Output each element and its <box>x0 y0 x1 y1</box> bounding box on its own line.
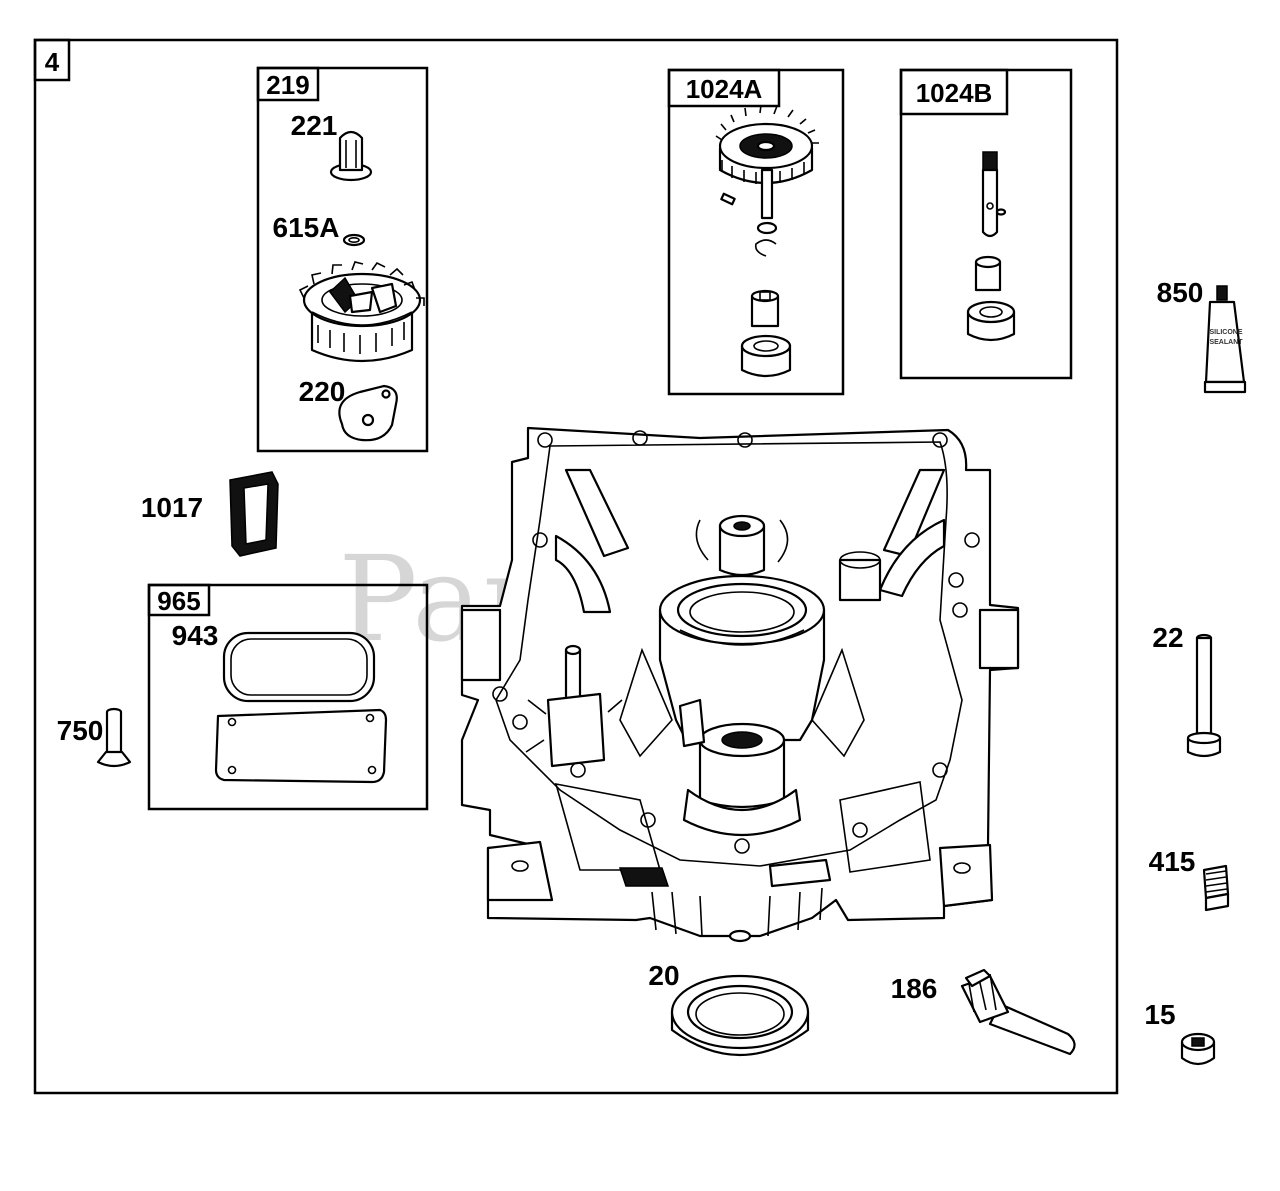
callout-186: 186 <box>891 973 938 1004</box>
part-1024A-rotor[interactable] <box>750 289 780 328</box>
callout-943: 943 <box>172 620 219 651</box>
part-220-plate[interactable] <box>338 384 398 442</box>
callout-22: 22 <box>1152 622 1183 653</box>
box-1024A-label: 1024A <box>686 74 763 104</box>
callout-1017: 1017 <box>141 492 203 523</box>
callout-20: 20 <box>648 960 679 991</box>
callout-615A: 615A <box>273 212 340 243</box>
part-219-governor-gear[interactable] <box>298 261 425 363</box>
box-965-label: 965 <box>157 586 200 616</box>
part-1024B-rotor[interactable] <box>974 255 1002 292</box>
part-1017-baffle[interactable] <box>229 471 279 557</box>
box-219[interactable]: 219 <box>256 66 429 453</box>
part-1024B-shaft[interactable] <box>981 151 1007 238</box>
part-415-plug[interactable] <box>1202 864 1230 912</box>
diagram-frame <box>33 38 1119 1095</box>
callout-220: 220 <box>299 376 346 407</box>
part-15-plug[interactable] <box>1180 1032 1216 1066</box>
part-1024A-ring[interactable] <box>756 221 778 235</box>
part-crankcase-cover[interactable] <box>460 426 1020 943</box>
callout-850: 850 <box>1157 277 1204 308</box>
part-1024A-housing[interactable] <box>740 334 792 378</box>
part-850-silicone-sealant[interactable]: SILICONE SEALANT <box>1203 285 1247 394</box>
callout-15: 15 <box>1144 999 1175 1030</box>
part-22-bolt[interactable] <box>1186 633 1222 758</box>
callout-221: 221 <box>291 110 338 141</box>
section-number-box <box>33 38 71 82</box>
part-615A-ring[interactable] <box>342 233 366 247</box>
box-1024A[interactable]: 1024A <box>667 68 845 396</box>
part-750-screw[interactable] <box>96 707 132 768</box>
sealant-text-2: SEALANT <box>1209 339 1243 346</box>
box-1024B[interactable]: 1024B <box>899 68 1073 380</box>
part-20-oil-seal[interactable] <box>670 974 810 1056</box>
callout-415: 415 <box>1149 846 1196 877</box>
part-221-pin[interactable] <box>329 130 373 182</box>
section-number: 4 <box>45 47 60 77</box>
sealant-text-1: SILICONE <box>1209 329 1242 336</box>
part-1024A-oil-pump-gear[interactable] <box>715 104 819 220</box>
part-1024A-clip[interactable] <box>754 239 777 257</box>
callout-750: 750 <box>57 715 104 746</box>
box-965[interactable]: 965 <box>147 583 429 811</box>
part-943-gasket[interactable] <box>222 631 376 703</box>
part-186-fitting[interactable] <box>960 968 1076 1056</box>
box-1024B-label: 1024B <box>916 78 993 108</box>
part-1024B-housing[interactable] <box>966 300 1016 342</box>
box-219-label: 219 <box>266 70 309 100</box>
part-965-cover-plate[interactable] <box>214 708 388 784</box>
